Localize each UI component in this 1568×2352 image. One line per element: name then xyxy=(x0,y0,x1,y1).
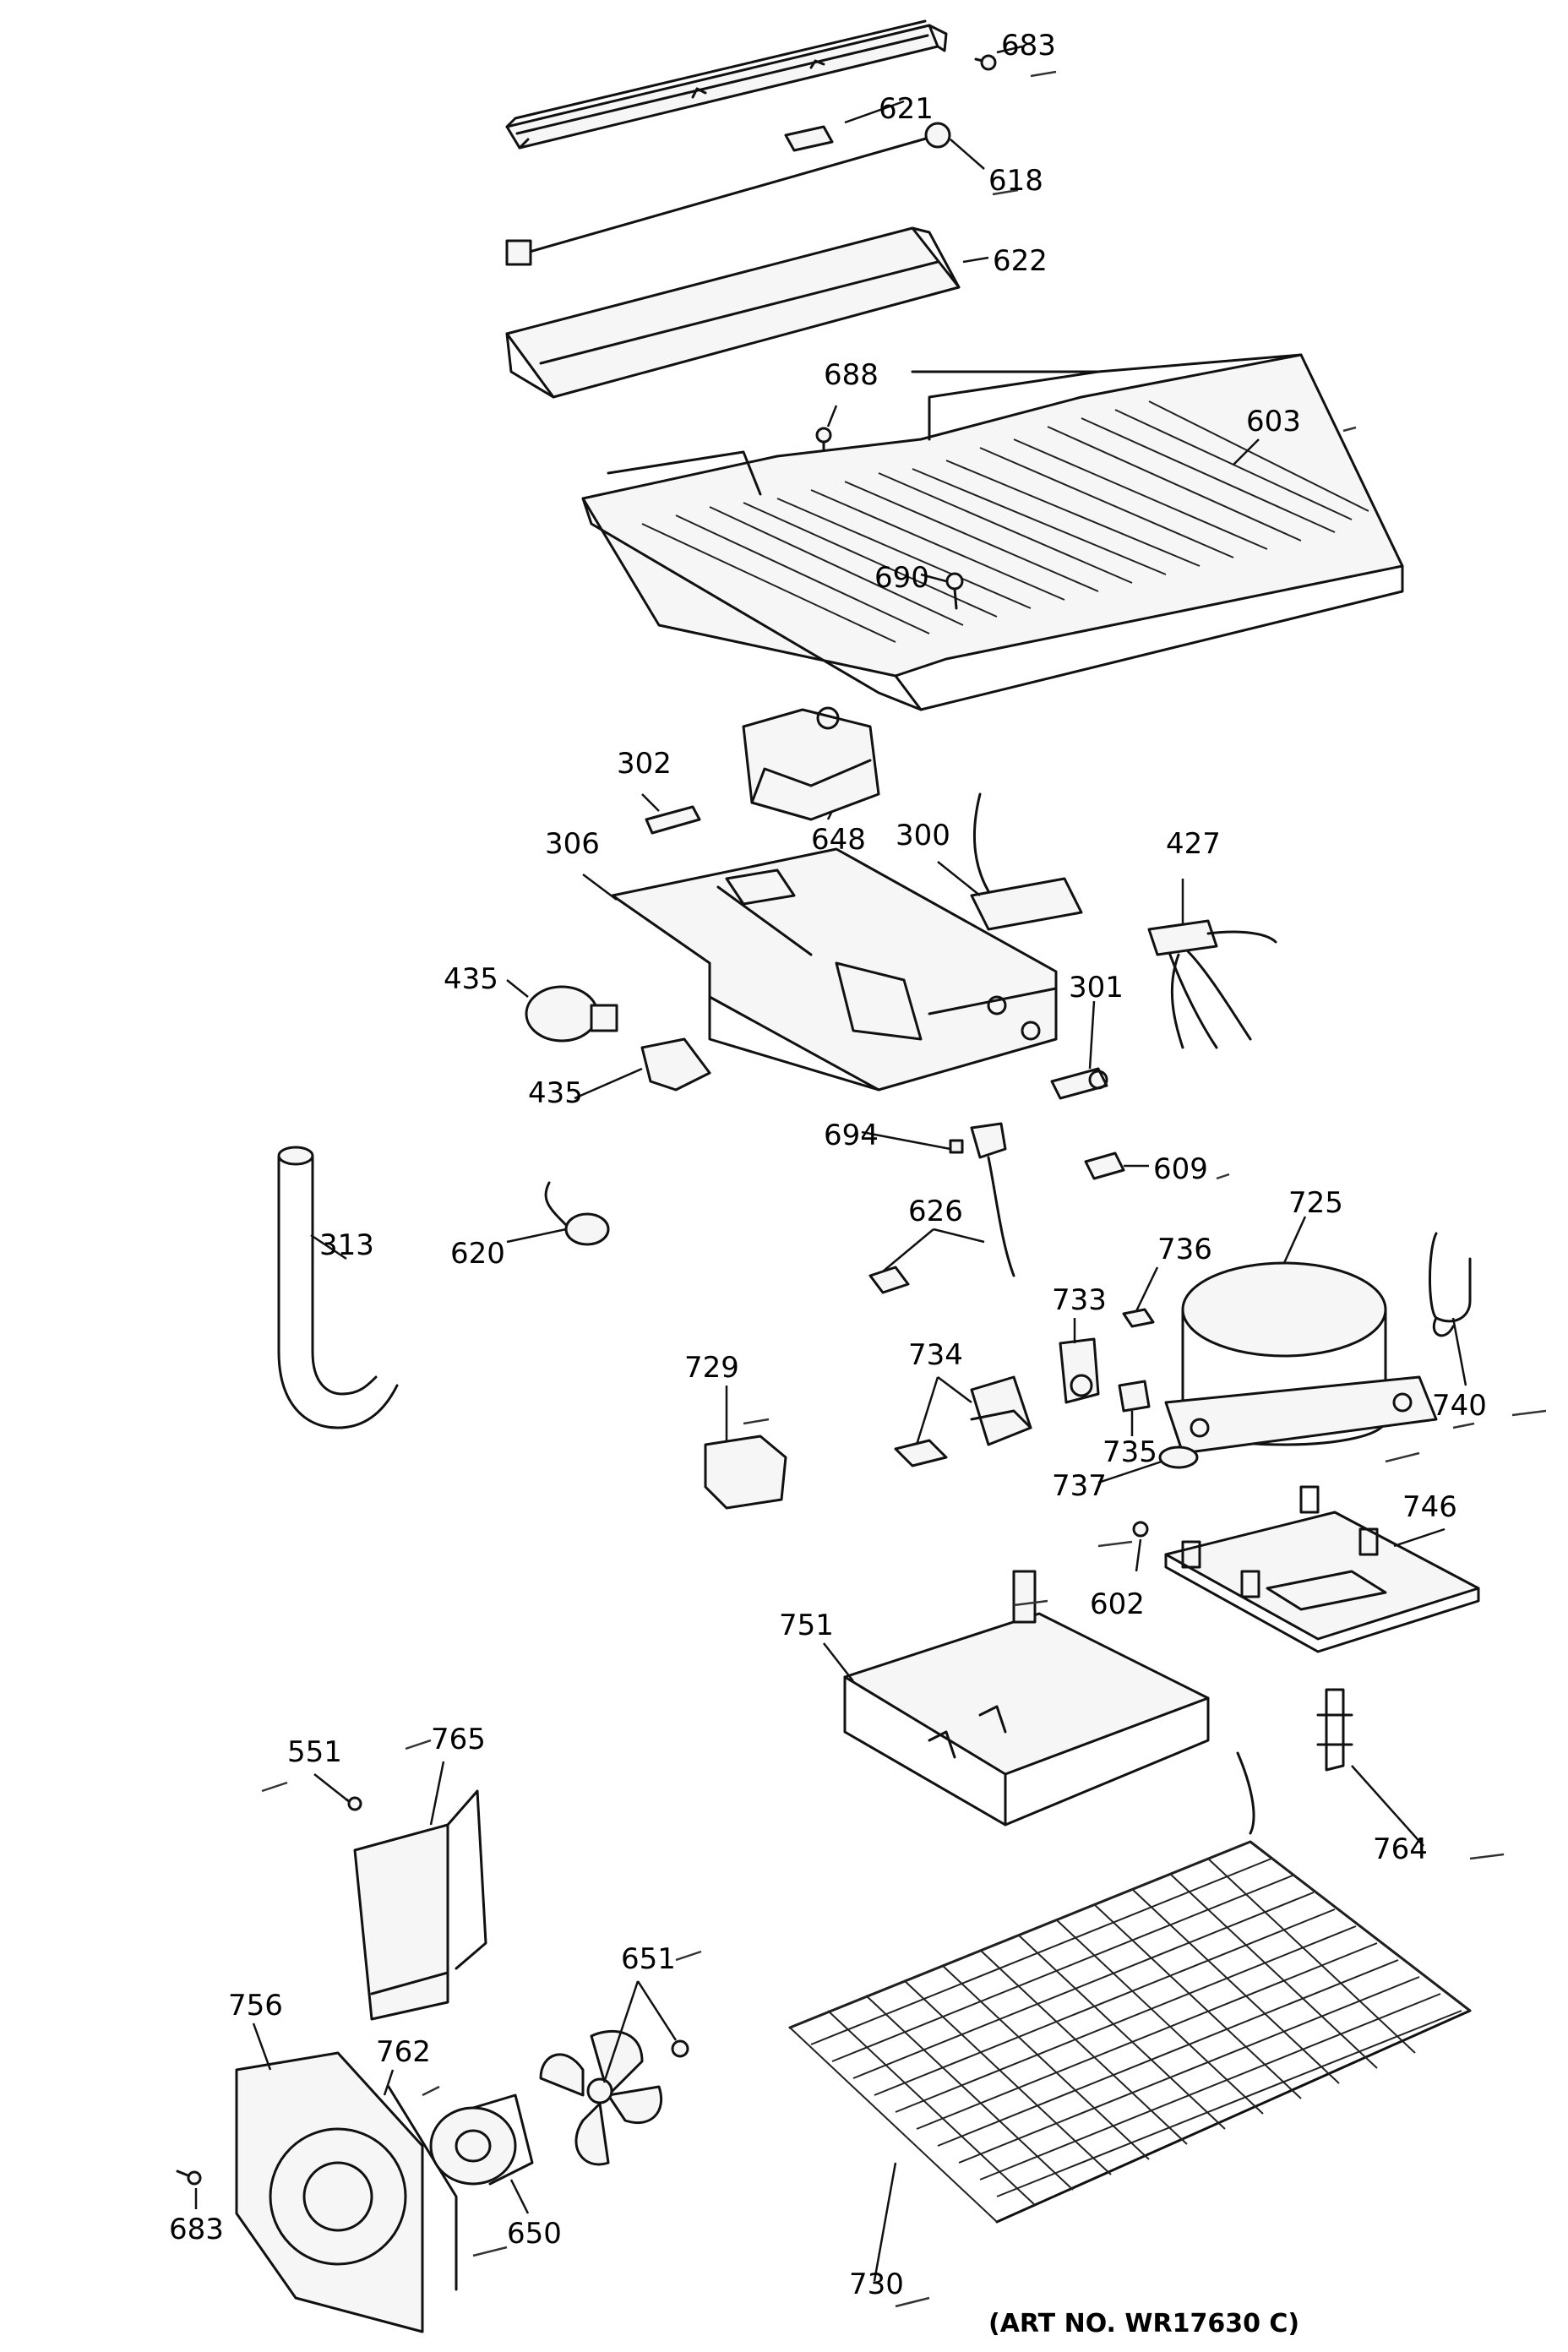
part-labels: 683 621 618 622 688 603 690 302 648 300 … xyxy=(169,29,1487,2338)
part-drawing-cover-734 xyxy=(894,1375,1032,1467)
part-label-651: 651 xyxy=(621,1942,676,1976)
part-drawing-fan-blade-651 xyxy=(539,2030,663,2166)
part-drawing-screw-551 xyxy=(345,1796,362,1811)
part-label-427: 427 xyxy=(1166,827,1221,861)
part-drawing-lamp-bulb-435 xyxy=(525,985,618,1043)
part-label-751: 751 xyxy=(779,1609,834,1642)
part-label-729: 729 xyxy=(684,1351,739,1385)
part-label-764: 764 xyxy=(1373,1832,1428,1866)
part-drawing-bracket-762 xyxy=(387,2085,458,2291)
part-label-551: 551 xyxy=(287,1735,342,1769)
part-label-733: 733 xyxy=(1052,1283,1107,1317)
part-label-765: 765 xyxy=(431,1723,486,1756)
part-drawing-bracket-764 xyxy=(1316,1688,1353,1772)
scan-tick-marks xyxy=(261,70,1547,2308)
part-drawing-switch-301 xyxy=(1050,1067,1108,1100)
part-label-694: 694 xyxy=(824,1119,879,1152)
part-drawing-light-shield-rail xyxy=(505,19,948,150)
part-label-313: 313 xyxy=(319,1228,374,1262)
part-label-603: 603 xyxy=(1246,405,1301,438)
part-label-762: 762 xyxy=(376,2035,431,2069)
part-label-435-bulb: 435 xyxy=(444,962,498,996)
part-drawing-clip-694 xyxy=(949,1139,964,1154)
part-drawing-shroud-756 xyxy=(235,2051,424,2333)
part-label-683-top: 683 xyxy=(1001,29,1056,63)
part-label-609: 609 xyxy=(1153,1152,1208,1186)
part-drawing-shield-622 xyxy=(505,226,961,399)
part-drawing-control-housing-306 xyxy=(611,847,1058,1092)
part-drawing-fuse-302 xyxy=(645,805,701,835)
part-drawing-compressor-725 xyxy=(1164,1261,1438,1455)
part-drawing-grommet-737 xyxy=(1158,1446,1199,1469)
part-drawing-fan-motor-650 xyxy=(429,2093,534,2186)
part-label-688: 688 xyxy=(824,358,879,392)
part-drawing-defrost-thermostat-620 xyxy=(544,1181,610,1246)
part-label-302: 302 xyxy=(617,747,672,781)
part-drawing-drain-pan-751 xyxy=(843,1570,1210,1827)
part-label-683-bottom: 683 xyxy=(169,2213,224,2246)
part-label-690: 690 xyxy=(874,561,929,595)
part-label-602: 602 xyxy=(1090,1587,1145,1621)
part-label-301: 301 xyxy=(1069,971,1124,1004)
part-drawing-nut-651 xyxy=(671,2039,689,2058)
part-drawing-capacitor-729 xyxy=(704,1435,787,1510)
part-drawing-evaporator-730 xyxy=(788,1751,1472,2224)
part-label-650: 650 xyxy=(507,2217,562,2251)
leader-lines xyxy=(194,45,1467,2282)
part-label-306: 306 xyxy=(545,827,600,861)
part-drawing-shelf-603 xyxy=(581,353,1404,711)
part-label-737: 737 xyxy=(1052,1469,1107,1503)
part-label-618: 618 xyxy=(988,164,1043,198)
part-drawing-relay-733 xyxy=(1059,1337,1100,1404)
part-drawing-overload-735 xyxy=(1118,1380,1151,1413)
part-label-740: 740 xyxy=(1432,1389,1487,1423)
part-drawing-cover-765 xyxy=(353,1789,487,2021)
part-drawing-rod-618 xyxy=(505,122,951,266)
part-label-756: 756 xyxy=(228,1989,283,2023)
part-label-730: 730 xyxy=(849,2268,904,2301)
part-drawing-cord-626 xyxy=(868,1122,1015,1294)
part-label-648: 648 xyxy=(811,823,866,857)
part-drawing-screw-683-bottom xyxy=(176,2170,202,2186)
part-drawing-connector-427 xyxy=(1147,919,1277,1049)
part-label-725: 725 xyxy=(1288,1186,1343,1220)
part-label-736: 736 xyxy=(1157,1233,1212,1266)
part-label-435-socket: 435 xyxy=(528,1076,583,1110)
part-drawing-timer-648 xyxy=(742,706,880,821)
part-label-622: 622 xyxy=(993,244,1048,278)
part-drawing-drain-tube-313 xyxy=(277,1146,399,1429)
part-drawing-cap-736 xyxy=(1122,1308,1155,1328)
part-label-621: 621 xyxy=(879,92,934,126)
part-drawing-screw-602 xyxy=(1132,1521,1149,1538)
part-drawing-clip-621 xyxy=(784,125,834,152)
part-drawing-screw-690 xyxy=(945,572,964,610)
part-drawing-hanger-740 xyxy=(1429,1232,1472,1337)
part-drawing-thermostat-300 xyxy=(970,792,1083,931)
part-label-626: 626 xyxy=(908,1195,963,1228)
part-label-620: 620 xyxy=(450,1237,505,1271)
part-label-746: 746 xyxy=(1402,1490,1457,1524)
art-number: (ART NO. WR17630 C) xyxy=(988,2309,1299,2338)
part-drawing-base-plate-746 xyxy=(1164,1485,1480,1653)
part-label-734: 734 xyxy=(908,1338,963,1372)
part-drawing-screw-683-top xyxy=(974,54,997,71)
part-drawing-lamp-socket-435 xyxy=(640,1037,711,1092)
part-drawing-switch-609 xyxy=(1084,1152,1125,1180)
part-label-735: 735 xyxy=(1102,1435,1157,1469)
part-label-300: 300 xyxy=(896,819,950,852)
